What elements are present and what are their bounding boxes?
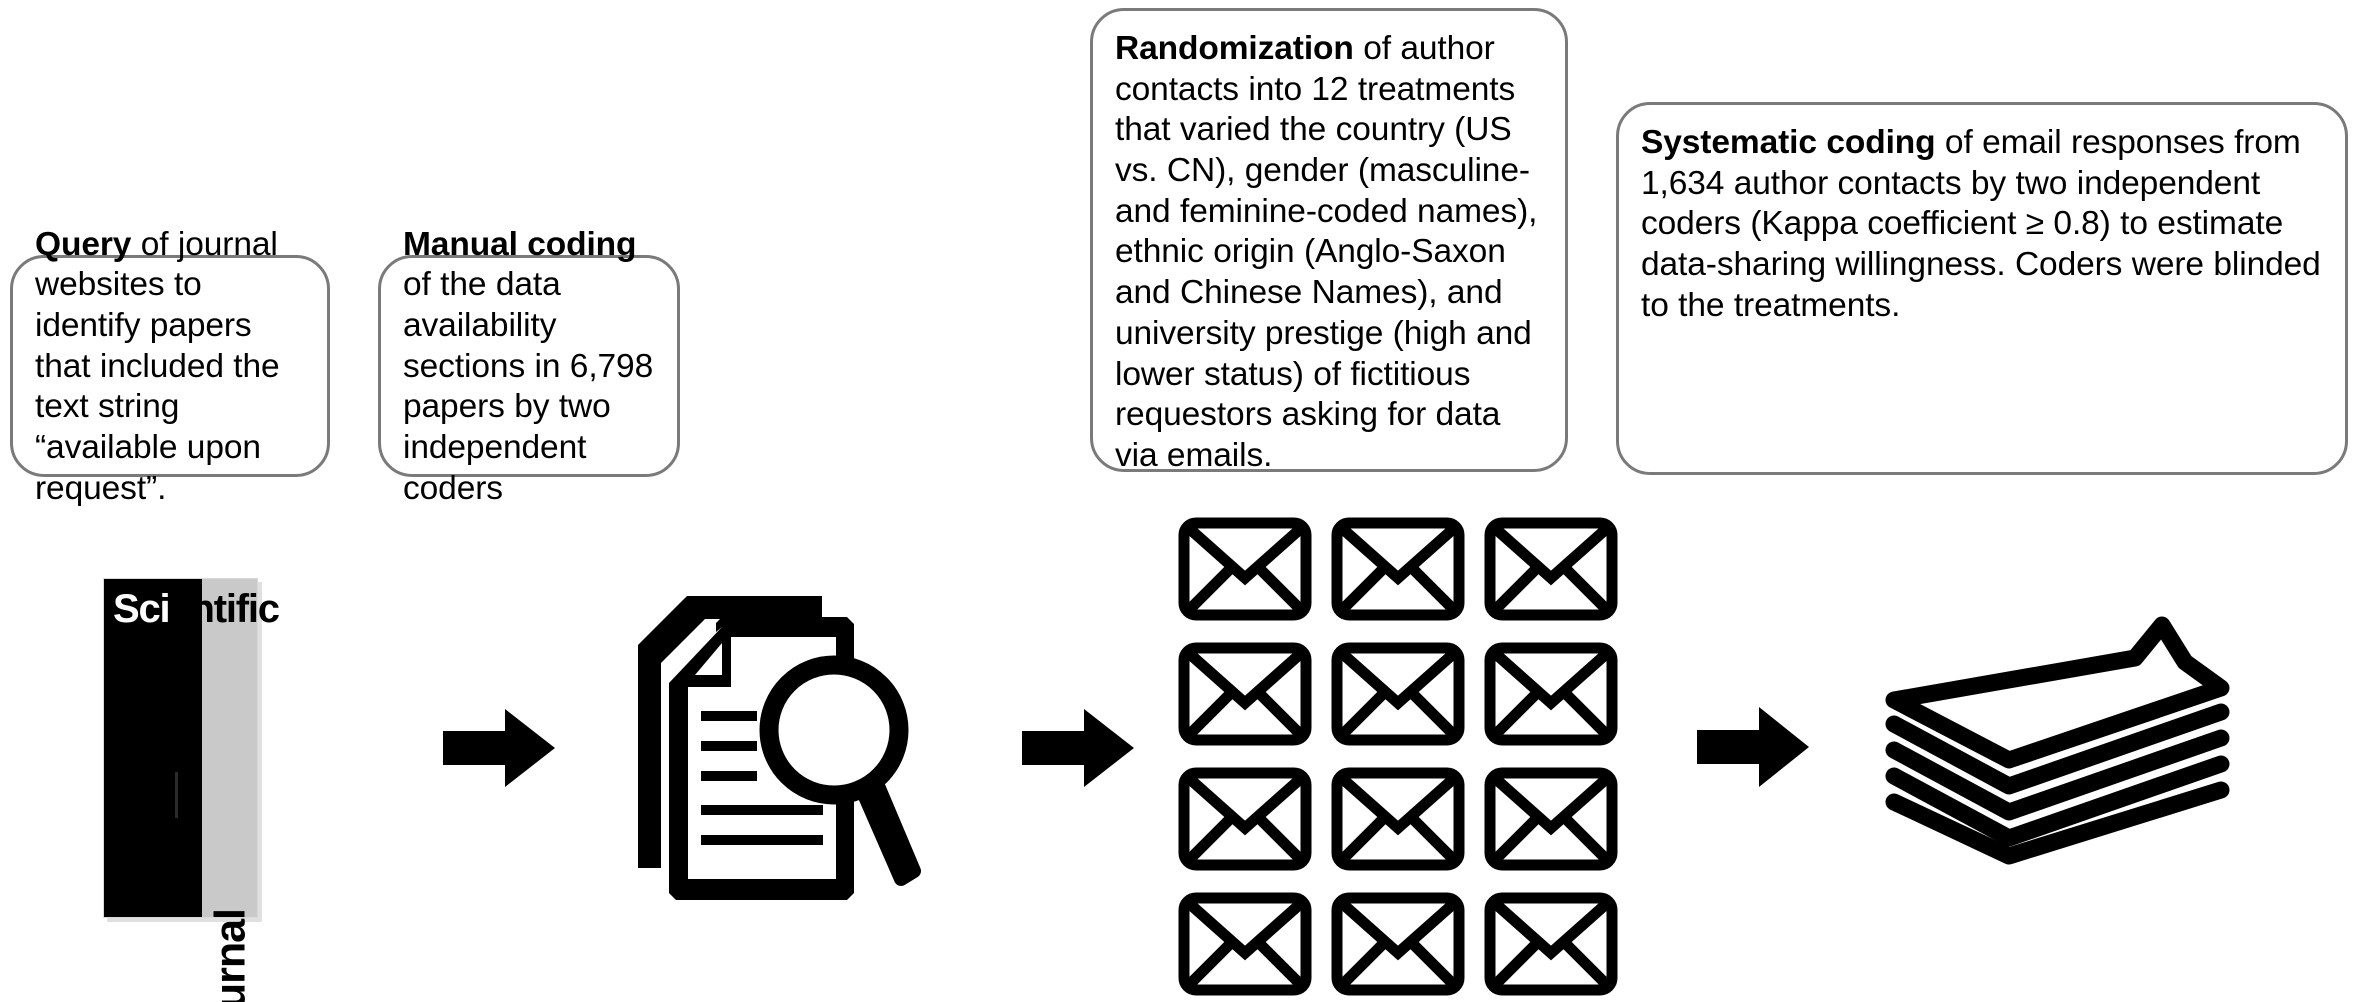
step-box-systematic-coding: Systematic coding of email responses fro…: [1616, 102, 2348, 475]
journal-subtitle: Journal: [206, 909, 254, 1002]
envelope-icon: [1484, 767, 1618, 871]
journal-title-rest: entific: [169, 587, 280, 631]
envelope-icon: [1331, 892, 1465, 996]
arrow-right-icon: [1022, 709, 1134, 787]
journal-spine-band: [104, 579, 202, 917]
paper-stack-icon: [1885, 600, 2230, 865]
envelope-icon: [1331, 767, 1465, 871]
step-body-query: of journal websites to identify papers t…: [35, 225, 280, 507]
envelope-icon: [1484, 517, 1618, 621]
journal-divider-rule: [175, 771, 179, 818]
step-box-randomization: Randomization of author contacts into 12…: [1090, 8, 1568, 474]
step-text-query: Query of journal websites to identify pa…: [35, 225, 305, 510]
envelope-icon: [1331, 517, 1465, 621]
step-text-randomization: Randomization of author contacts into 12…: [1115, 29, 1543, 477]
envelope-icon: [1178, 642, 1312, 746]
step-lead-manual-coding: Manual coding: [403, 225, 637, 263]
step-box-query: Query of journal websites to identify pa…: [10, 226, 330, 507]
step-lead-randomization: Randomization: [1115, 30, 1354, 67]
step-text-manual-coding: Manual coding of the data availability s…: [403, 225, 655, 510]
step-text-systematic-coding: Systematic coding of email responses fro…: [1641, 123, 2323, 326]
step-lead-systematic-coding: Systematic coding: [1641, 124, 1936, 161]
envelope-icon: [1484, 642, 1618, 746]
arrow-right-icon: [443, 709, 555, 787]
documents-magnifier-icon: [625, 583, 975, 918]
envelope-icon: [1178, 517, 1312, 621]
envelope-icon: [1178, 892, 1312, 996]
step-body-systematic-coding: of email responses from 1,634 author con…: [1641, 124, 2321, 324]
step-body-randomization: of author contacts into 12 treatments th…: [1115, 30, 1538, 474]
step-lead-query: Query: [35, 225, 132, 263]
envelope-icon: [1331, 642, 1465, 746]
journal-issn-label: ISSN: [38, 821, 77, 903]
email-grid-icon: [1178, 517, 1618, 996]
step-box-manual-coding: Manual coding of the data availability s…: [378, 226, 680, 507]
envelope-icon: [1178, 767, 1312, 871]
step-body-manual-coding: of the data availability sections in 6,7…: [403, 266, 654, 507]
arrow-right-icon: [1697, 707, 1809, 787]
envelope-icon: [1484, 892, 1618, 996]
journal-title-highlight: Sci: [113, 587, 171, 631]
